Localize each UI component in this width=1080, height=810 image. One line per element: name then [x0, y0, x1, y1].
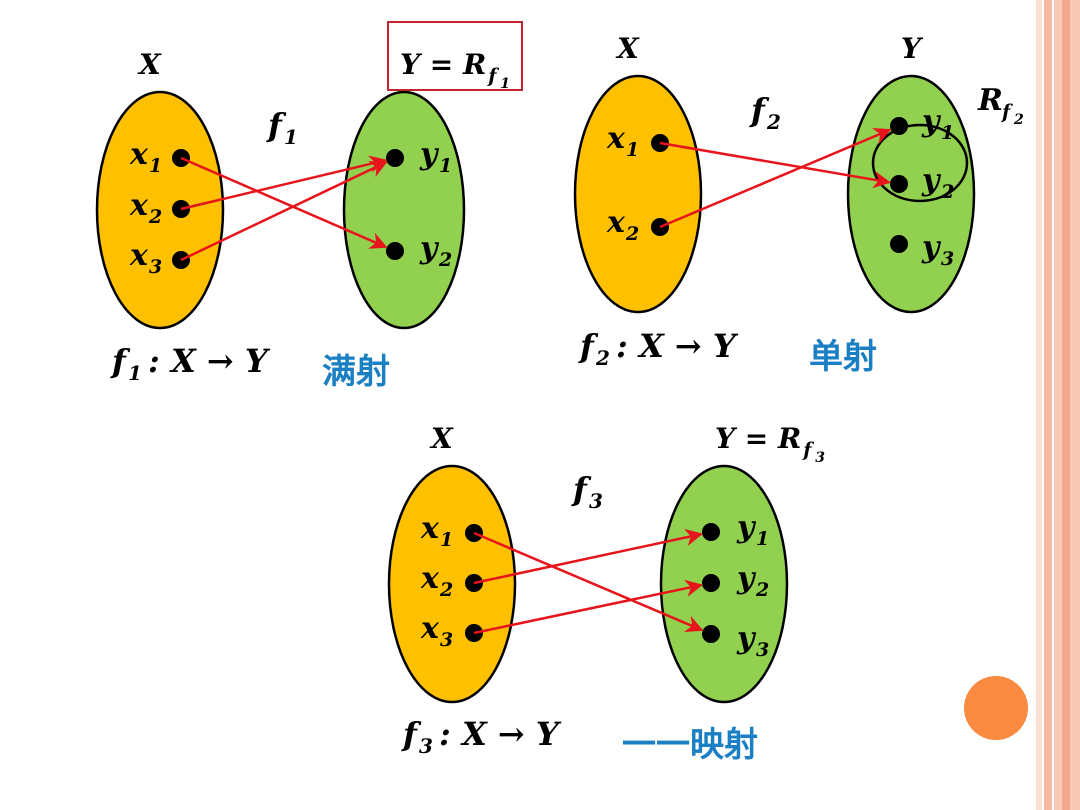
f3-y3-point: [702, 625, 720, 643]
f1-x2-label: x: [129, 188, 149, 223]
f1-signature-fn: f: [110, 342, 131, 380]
f1-arrow-x3-to-y1: [180, 161, 388, 262]
f1-function-label-sub: 1: [284, 125, 298, 149]
f3-x1-label: x: [420, 511, 440, 546]
f3-x3-label: x: [420, 611, 440, 646]
f1-y2-point: [386, 242, 404, 260]
f1-y1-label-sub: 1: [439, 155, 452, 177]
f3-codomain-ellipse: [659, 464, 789, 704]
f3-codomain-label-sub: f: [801, 439, 814, 461]
f2-y1-point: [890, 117, 908, 135]
f1-x2-label-sub: 2: [148, 206, 162, 228]
f3-x1-label-sub: 1: [440, 529, 453, 551]
f2-arrow-x2-to-y1: [659, 127, 892, 229]
f1-domain-label: X: [137, 48, 162, 81]
f3-y2-label-sub: 2: [755, 579, 769, 601]
f3-arrow-x2-to-y1: [473, 528, 703, 585]
f3-y3-label: y: [736, 621, 757, 656]
f3-y1-label: y: [736, 510, 757, 545]
right-stripe-mid: [1044, 0, 1052, 810]
right-stripe-light: [1036, 0, 1042, 810]
f3-arrow-x3-to-y2: [473, 579, 703, 635]
f1-mapping-kind-label: 满射: [322, 352, 390, 392]
f2-domain-ellipse: [573, 74, 703, 314]
f1-x3-label-sub: 3: [149, 256, 162, 278]
f3-signature-rest: : X → Y: [439, 715, 562, 753]
f3-domain-label: X: [429, 422, 454, 455]
f2-y1-label-sub: 1: [941, 122, 954, 144]
f3-signature-sub: 3: [419, 734, 433, 758]
f3-y1-label-sub: 1: [756, 528, 769, 550]
f3-y1-point: [702, 523, 720, 541]
f3-arrow-x1-to-y3: [473, 531, 704, 632]
f1-signature-rest: : X → Y: [148, 342, 271, 380]
f1-y1-point: [386, 149, 404, 167]
f3-domain-ellipse: [387, 464, 517, 704]
f2-signature-rest: : X → Y: [616, 327, 739, 365]
f1-codomain-label-frame: [387, 21, 523, 91]
f2-y2-point: [890, 175, 908, 193]
f1-codomain-label-sub: f: [486, 65, 499, 87]
f3-codomain-label-subsub: 3: [815, 450, 825, 466]
decorative-orange-circle: [964, 676, 1028, 740]
f2-signature-fn: f: [578, 327, 599, 365]
f2-function-label-sub: 2: [766, 110, 781, 134]
f2-signature-sub: 2: [595, 346, 610, 370]
f2-x2-label-sub: 2: [625, 223, 639, 245]
f2-function-label: f: [749, 91, 770, 129]
f2-arrow-x1-to-y2: [659, 141, 891, 189]
f2-domain-label: X: [615, 32, 640, 65]
f1-y1-label: y: [419, 137, 440, 172]
f1-arrow-x1-to-y2: [180, 156, 388, 249]
f3-x2-label-sub: 2: [439, 579, 453, 601]
f1-codomain-label: Y = R: [400, 48, 486, 81]
f2-codomain-ellipse: [846, 74, 976, 314]
f3-y3-label-sub: 3: [756, 639, 769, 661]
f1-arrow-x2-to-y1: [180, 155, 387, 211]
f1-x1-label: x: [129, 137, 149, 172]
f2-mapping-kind-label: 单射: [809, 337, 877, 377]
f2-x1-label-sub: 1: [626, 139, 639, 161]
f2-x1-label: x: [606, 121, 626, 156]
f3-signature-fn: f: [401, 715, 422, 753]
f3-codomain-label: Y = R: [715, 422, 801, 455]
f1-codomain-ellipse: [342, 90, 466, 330]
f1-codomain-label-subsub: 1: [500, 76, 510, 92]
f2-y3-label-sub: 3: [941, 248, 954, 270]
f2-codomain-label: Y: [901, 32, 924, 65]
f2-y3-point: [890, 235, 908, 253]
f3-function-label: f: [571, 470, 592, 508]
f1-x1-label-sub: 1: [149, 155, 162, 177]
f3-function-label-sub: 3: [589, 489, 603, 513]
f1-domain-ellipse: [95, 90, 225, 330]
f3-x2-label: x: [420, 561, 440, 596]
f2-y3-label: y: [921, 230, 942, 265]
f2-range-label-subsub: 2: [1013, 112, 1024, 128]
f2-y1-label: y: [921, 104, 942, 139]
f1-y2-label-sub: 2: [438, 249, 452, 271]
f3-mapping-kind-label: 一一映射: [622, 725, 758, 765]
f2-range-label: R: [977, 83, 1003, 118]
f2-y2-label-sub: 2: [940, 181, 954, 203]
f1-x3-label: x: [129, 238, 149, 273]
f1-function-label: f: [266, 106, 287, 144]
right-stripe-inner: [1062, 0, 1070, 810]
f2-y2-label: y: [921, 163, 942, 198]
f2-range-label-sub: f: [1000, 101, 1013, 123]
f1-signature-sub: 1: [128, 361, 142, 385]
f3-y2-label: y: [736, 561, 757, 596]
f3-x3-label-sub: 3: [440, 629, 453, 651]
f1-y2-label: y: [419, 231, 440, 266]
f2-x2-label: x: [606, 205, 626, 240]
f3-y2-point: [702, 574, 720, 592]
f2-range-circle: [871, 123, 969, 203]
